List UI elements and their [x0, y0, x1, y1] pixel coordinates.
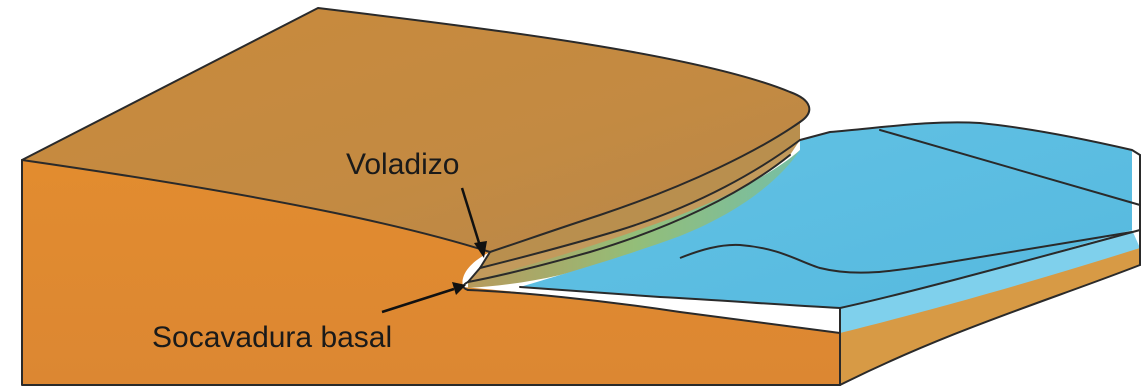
label-overhang: Voladizo: [346, 148, 459, 181]
label-basal-undercut: Socavadura basal: [152, 321, 392, 354]
